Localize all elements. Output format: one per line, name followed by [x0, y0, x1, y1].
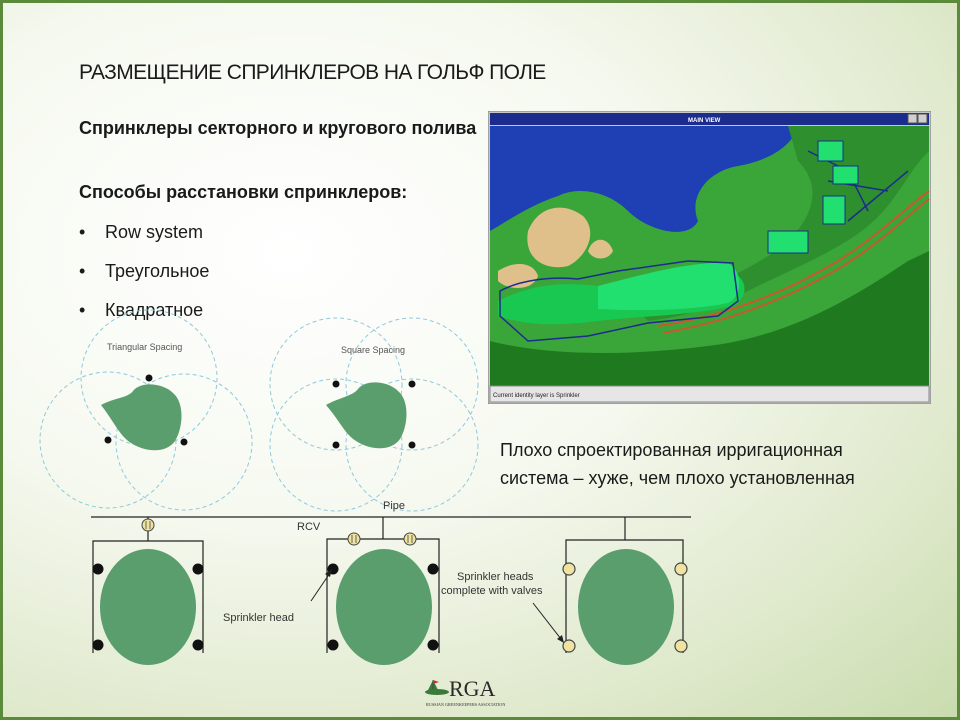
status-bar-text: Current identity layer is Sprinkler: [493, 393, 580, 399]
sprinkler-head-label: Sprinkler head: [223, 612, 294, 624]
method-item: Row system: [79, 219, 209, 258]
sprinkler-head-icon: [192, 563, 204, 575]
square-spacing-diagram: Square Spacing: [269, 317, 479, 512]
valve-sprinkler-icon: [562, 562, 576, 576]
sprinkler-head-icon: [427, 639, 439, 651]
green-area: [101, 384, 182, 451]
logo-text: RGA: [449, 676, 496, 701]
sprinkler-dot: [332, 380, 340, 388]
maximize-icon[interactable]: [917, 113, 928, 124]
green-area: [578, 549, 674, 665]
irrigation-software-screenshot: MAIN VIEW Current identity layer is Spri…: [488, 111, 931, 404]
sprinkler-diagrams: Triangular Spacing Square Spacing Pipe: [39, 309, 691, 665]
sprinkler-dot: [332, 441, 340, 449]
triangular-label: Triangular Spacing: [107, 342, 182, 352]
valves-label-line2: complete with valves: [441, 585, 543, 597]
valve-sprinkler-icon: [562, 639, 576, 653]
minimize-icon[interactable]: [907, 113, 918, 124]
sprinkler-head-icon: [427, 563, 439, 575]
square-label: Square Spacing: [341, 345, 405, 355]
sprinkler-dot: [104, 436, 112, 444]
caption: Плохо спроектированная ирригационная сис…: [500, 436, 950, 492]
sprinkler-dot: [145, 374, 153, 382]
arrow-icon: [557, 635, 564, 643]
green-area: [100, 549, 196, 665]
green-area: [326, 382, 407, 449]
sprinkler-head-icon: [92, 639, 104, 651]
caption-line: Плохо спроектированная ирригационная: [500, 440, 843, 460]
valves-label-line1: Sprinkler heads: [457, 571, 534, 583]
slide-title: РАЗМЕЩЕНИЕ СПРИНКЛЕРОВ НА ГОЛЬФ ПОЛЕ: [79, 61, 546, 84]
sprinkler-dot: [180, 438, 188, 446]
sprinkler-head-icon: [327, 639, 339, 651]
rcv-valve-icon: [403, 532, 417, 546]
pipe-label: Pipe: [383, 500, 405, 512]
rcv-valve-icon: [141, 518, 155, 532]
green-area: [336, 549, 432, 665]
rcv-valve-icon: [347, 532, 361, 546]
sprinkler-head-icon: [92, 563, 104, 575]
arrow-icon: [325, 569, 332, 577]
window-titlebar: [490, 113, 929, 125]
method-item: Треугольное: [79, 258, 209, 297]
methods-heading: Способы расстановки спринклеров:: [79, 182, 408, 202]
triangular-spacing-diagram: Triangular Spacing: [39, 309, 253, 511]
window-title: MAIN VIEW: [688, 118, 721, 124]
sprinkler-dot: [408, 380, 416, 388]
slide-subtitle: Спринклеры секторного и кругового полива: [79, 118, 477, 138]
sprinkler-dot: [408, 441, 416, 449]
row-layout-diagram: Pipe RCV Sprinkler head: [91, 500, 691, 665]
valve-sprinkler-icon: [674, 639, 688, 653]
rcv-label: RCV: [297, 521, 321, 533]
rga-logo: RGA RUSSIAN GREENKEEPERS ASSOCIATION: [425, 676, 505, 707]
logo-subtext: RUSSIAN GREENKEEPERS ASSOCIATION: [426, 702, 505, 707]
valve-sprinkler-icon: [674, 562, 688, 576]
sprinkler-head-icon: [192, 639, 204, 651]
caption-line: система – хуже, чем плохо установленная: [500, 468, 855, 488]
